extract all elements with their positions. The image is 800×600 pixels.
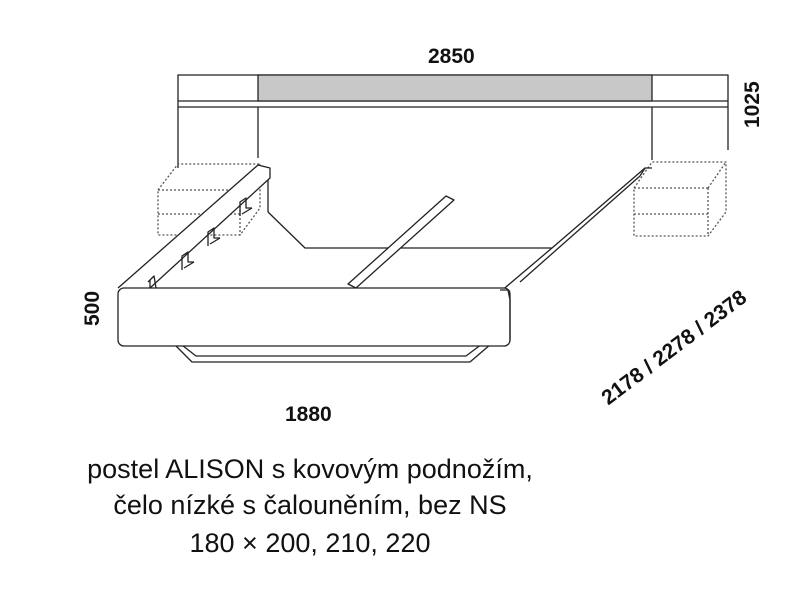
- footboard-height-dimension-label: 500: [81, 290, 104, 326]
- metal-base: [169, 337, 499, 363]
- caption-line-2: čelo nízké s čalouněním, bez NS: [113, 490, 507, 520]
- foot-width-dimension-label: 1880: [285, 403, 332, 426]
- headboard-back: [177, 74, 729, 160]
- caption-line-1: postel ALISON s kovovým podnožím,: [87, 454, 533, 484]
- caption-line-3: 180 × 200, 210, 220: [189, 528, 431, 558]
- footboard: [117, 287, 511, 347]
- bed-frame: [267, 167, 652, 293]
- rail-brackets: [181, 197, 253, 270]
- left-side-rail: [117, 164, 271, 289]
- height-dimension-label: 1025: [741, 81, 764, 128]
- width-dimension-label: 2850: [428, 45, 475, 68]
- right-nightstand: [633, 161, 727, 237]
- headboard-upholstery-panel: [257, 74, 653, 102]
- center-support-bar: [347, 195, 455, 289]
